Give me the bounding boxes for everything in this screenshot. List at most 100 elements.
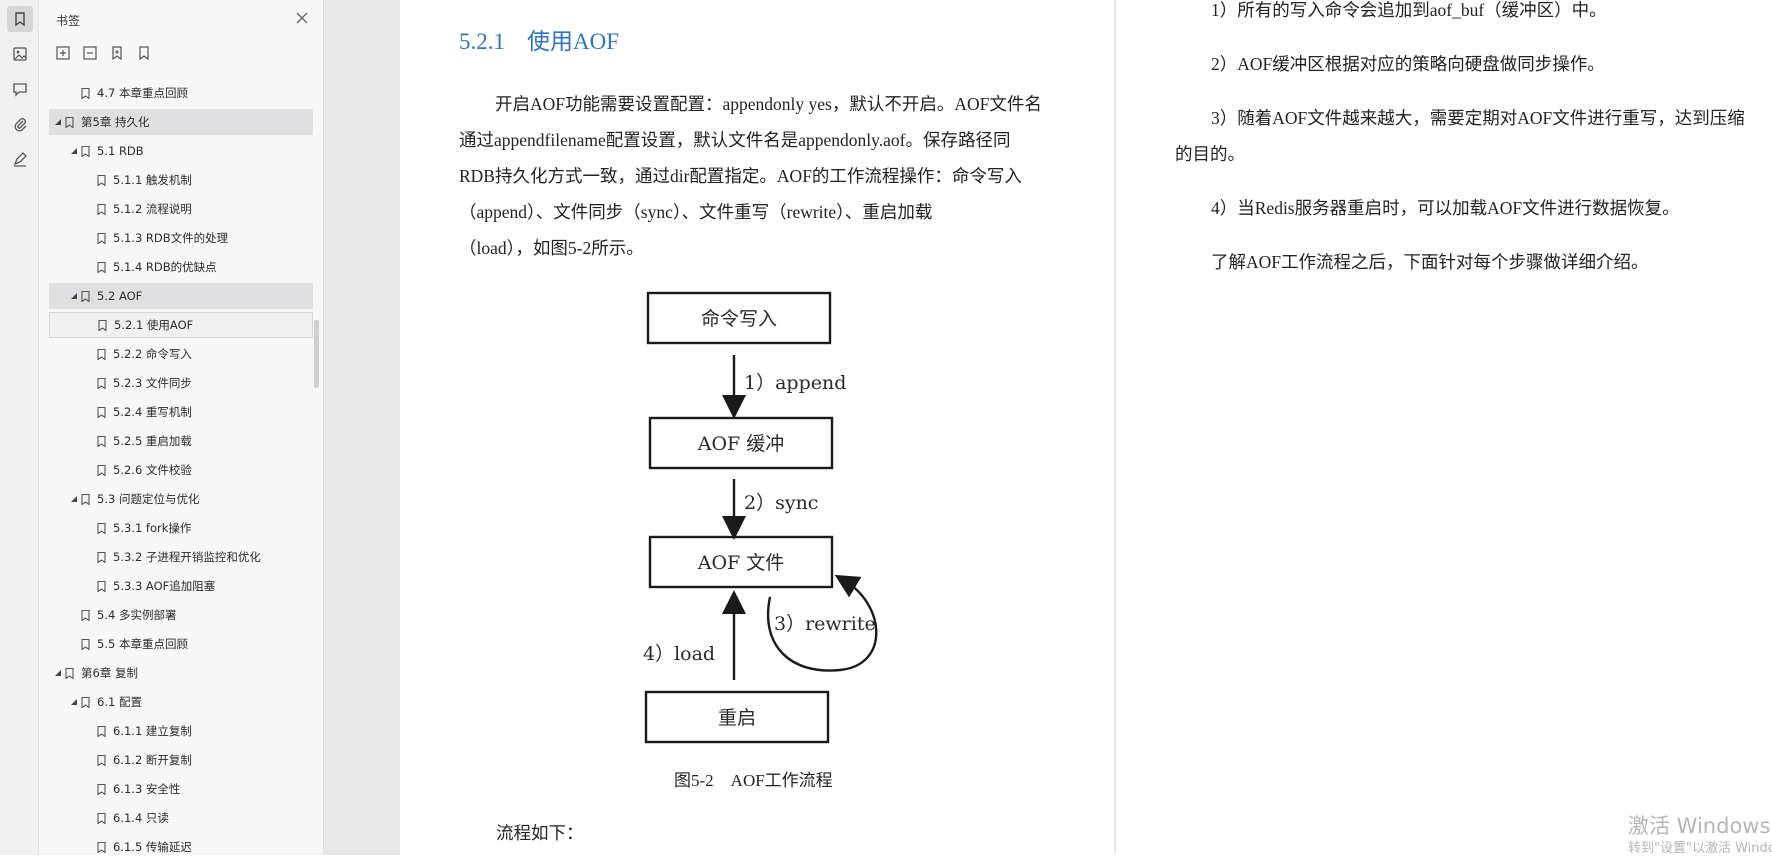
panel-scrollbar[interactable] xyxy=(314,320,319,388)
bookmark-label: 5.2.3 文件同步 xyxy=(113,376,192,390)
bookmark-outline-icon[interactable] xyxy=(136,45,152,61)
bookmark-icon xyxy=(97,783,106,795)
bookmark-item[interactable]: 5.3.3 AOF追加阻塞 xyxy=(49,573,313,599)
bookmark-item[interactable]: 5.2.3 文件同步 xyxy=(49,370,313,396)
collapse-triangle-icon[interactable] xyxy=(53,668,63,678)
flow-intro-text: 流程如下： xyxy=(496,823,584,843)
bookmark-label: 第5章 持久化 xyxy=(81,115,150,129)
bookmark-item[interactable]: 6.1.4 只读 xyxy=(49,805,313,831)
bookmark-icon xyxy=(97,841,106,853)
bookmark-label: 4.7 本章重点回顾 xyxy=(97,86,188,100)
bookmark-item[interactable]: 6.1.3 安全性 xyxy=(49,776,313,802)
comments-panel-button[interactable] xyxy=(7,76,33,102)
bookmark-label: 6.1.2 断开复制 xyxy=(113,753,192,767)
arrow-rewrite xyxy=(767,574,878,672)
bookmark-icon xyxy=(97,348,106,360)
collapse-all-icon[interactable] xyxy=(82,45,98,61)
bookmark-item[interactable]: 6.1 配置 xyxy=(49,689,313,715)
summary-line: 了解AOF工作流程之后，下面针对每个步骤做详细介绍。 xyxy=(1211,252,1649,272)
bookmark-label: 6.1.5 传输延迟 xyxy=(113,840,192,854)
step-1: 1）所有的写入命令会追加到aof_buf（缓冲区）中。 xyxy=(1211,0,1607,20)
bookmark-label: 6.1.1 建立复制 xyxy=(113,724,192,738)
bookmark-item[interactable]: 5.3.1 fork操作 xyxy=(49,515,313,541)
step-3: 3）随着AOF文件越来越大，需要定期对AOF文件进行重写，达到压缩 xyxy=(1211,108,1745,128)
box-restart: 重启 xyxy=(644,690,830,744)
collapse-triangle-icon[interactable] xyxy=(69,291,79,301)
paragraph-line: 开启AOF功能需要设置配置：appendonly yes，默认不开启。AOF文件… xyxy=(495,94,1042,114)
bookmark-label: 5.2 AOF xyxy=(97,289,143,303)
spacer xyxy=(85,726,95,736)
thumbnail-panel-button[interactable] xyxy=(7,41,33,67)
paragraph-line: （append）、文件同步（sync）、文件重写（rewrite）、重启加载 xyxy=(459,202,933,222)
spacer xyxy=(85,175,95,185)
bookmark-item[interactable]: 5.1.2 流程说明 xyxy=(49,196,313,222)
box4-label: 重启 xyxy=(718,707,756,729)
bookmark-item[interactable]: 5.3 问题定位与优化 xyxy=(49,486,313,512)
pen-sign-icon xyxy=(13,152,27,167)
bookmark-item[interactable]: 5.2.4 重写机制 xyxy=(49,399,313,425)
bookmark-label: 5.1.1 触发机制 xyxy=(113,173,192,187)
collapse-triangle-icon[interactable] xyxy=(69,697,79,707)
bookmark-label: 5.1.4 RDB的优缺点 xyxy=(113,260,217,274)
section-number: 5.2.1 xyxy=(459,29,505,54)
bookmark-item[interactable]: 5.2.6 文件校验 xyxy=(49,457,313,483)
paragraph-line: （load），如图5-2所示。 xyxy=(459,238,644,258)
box-aof-file: AOF 文件 xyxy=(648,535,834,589)
bookmark-item[interactable]: 5.2 AOF xyxy=(49,283,313,309)
close-icon[interactable] xyxy=(294,10,310,26)
attachments-panel-button[interactable] xyxy=(7,111,33,137)
bookmark-item[interactable]: 6.1.1 建立复制 xyxy=(49,718,313,744)
comment-icon xyxy=(13,83,27,97)
bookmark-item[interactable]: 第5章 持久化 xyxy=(49,109,313,135)
bookmark-icon xyxy=(97,232,106,244)
box2-label: AOF 缓冲 xyxy=(697,433,785,455)
bookmark-item[interactable]: 5.2.2 命令写入 xyxy=(49,341,313,367)
bookmark-label: 5.2.5 重启加载 xyxy=(113,434,192,448)
left-icon-rail xyxy=(0,0,39,855)
bookmark-item[interactable]: 5.1 RDB xyxy=(49,138,313,164)
bookmark-item[interactable]: 5.1.4 RDB的优缺点 xyxy=(49,254,313,280)
bookmark-icon xyxy=(65,116,74,128)
bookmark-icon xyxy=(81,87,90,99)
bookmark-label: 5.2.1 使用AOF xyxy=(114,318,194,332)
bookmark-item[interactable]: 5.4 多实例部署 xyxy=(49,602,313,628)
spacer xyxy=(85,262,95,272)
bookmark-panel-button[interactable] xyxy=(7,6,33,32)
spacer xyxy=(85,842,95,852)
intro-paragraph: 开启AOF功能需要设置配置：appendonly yes，默认不开启。AOF文件… xyxy=(459,86,1059,266)
arrow3-label: 3）rewrite xyxy=(774,613,876,635)
step-2: 2）AOF缓冲区根据对应的策略向硬盘做同步操作。 xyxy=(1211,54,1605,74)
bookmark-icon xyxy=(97,754,106,766)
spacer xyxy=(85,784,95,794)
collapse-triangle-icon[interactable] xyxy=(69,494,79,504)
bookmark-item[interactable]: 5.1.1 触发机制 xyxy=(49,167,313,193)
bookmark-item[interactable]: 6.1.5 传输延迟 xyxy=(49,834,313,860)
spacer xyxy=(85,755,95,765)
collapse-triangle-icon[interactable] xyxy=(69,146,79,156)
bookmark-icon xyxy=(81,609,90,621)
bookmark-item[interactable]: 5.2.5 重启加载 xyxy=(49,428,313,454)
bookmark-item[interactable]: 5.1.3 RDB文件的处理 xyxy=(49,225,313,251)
bookmark-icon xyxy=(97,174,106,186)
paragraph-line: 通过appendfilename配置设置，默认文件名是appendonly.ao… xyxy=(459,130,1011,150)
bookmark-label: 5.1 RDB xyxy=(97,144,144,158)
spacer xyxy=(86,320,96,330)
spacer xyxy=(85,378,95,388)
collapse-triangle-icon[interactable] xyxy=(53,117,63,127)
bookmark-item[interactable]: 4.7 本章重点回顾 xyxy=(49,80,313,106)
signature-panel-button[interactable] xyxy=(7,146,33,172)
figure-caption: 图5-2 AOF工作流程 xyxy=(674,771,833,790)
expand-all-icon[interactable] xyxy=(55,45,71,61)
add-bookmark-icon[interactable] xyxy=(109,45,125,61)
aof-flow-diagram: 命令写入 1）append AOF 缓冲 2）sync AOF 文件 3）rew… xyxy=(643,291,878,744)
bookmark-item[interactable]: 5.2.1 使用AOF xyxy=(49,312,313,338)
bookmark-item[interactable]: 5.3.2 子进程开销监控和优化 xyxy=(49,544,313,570)
spacer xyxy=(85,523,95,533)
bookmark-item[interactable]: 6.1.2 断开复制 xyxy=(49,747,313,773)
bookmark-icon xyxy=(97,406,106,418)
bookmark-label: 5.4 多实例部署 xyxy=(97,608,177,622)
bookmark-item[interactable]: 5.5 本章重点回顾 xyxy=(49,631,313,657)
bookmark-item[interactable]: 第6章 复制 xyxy=(49,660,313,686)
box1-label: 命令写入 xyxy=(701,308,777,330)
